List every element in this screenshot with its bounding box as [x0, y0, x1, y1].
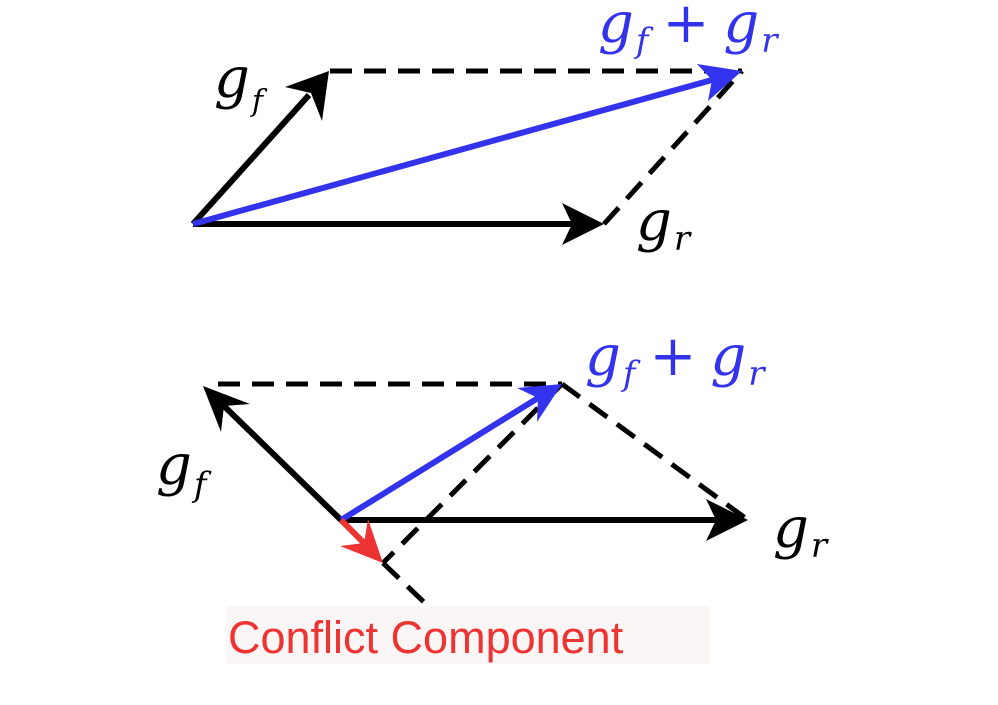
- bottom-gr-label: gr: [773, 496, 829, 566]
- bottom-guide-parallel: [381, 382, 564, 565]
- conflict-label-background: [226, 606, 710, 664]
- top-sum-vector: [192, 64, 742, 227]
- bottom-gf-label: gf: [156, 433, 212, 505]
- bottom-diagram: gf gr gf+gr Conflict Component: [156, 324, 829, 664]
- conflict-component-label: Conflict Component: [228, 612, 624, 663]
- top-diagram: gf gr gf+gr: [190, 0, 779, 259]
- bottom-gf-vector: [203, 386, 344, 523]
- top-guide-diagonal: [602, 69, 744, 226]
- top-gr-label: gr: [636, 189, 692, 259]
- bottom-guide-right-diagonal: [560, 381, 750, 523]
- top-gf-vector: [190, 71, 329, 227]
- bottom-gr-vector: [341, 499, 748, 541]
- top-gr-vector: [193, 203, 604, 245]
- top-gf-label: gf: [214, 46, 268, 119]
- bottom-sum-label: gf+gr: [585, 324, 766, 394]
- bottom-guide-extension: [381, 561, 430, 608]
- bottom-sum-vector: [339, 384, 562, 523]
- top-sum-label: gf+gr: [598, 0, 779, 61]
- conflict-component-vector: [338, 517, 383, 563]
